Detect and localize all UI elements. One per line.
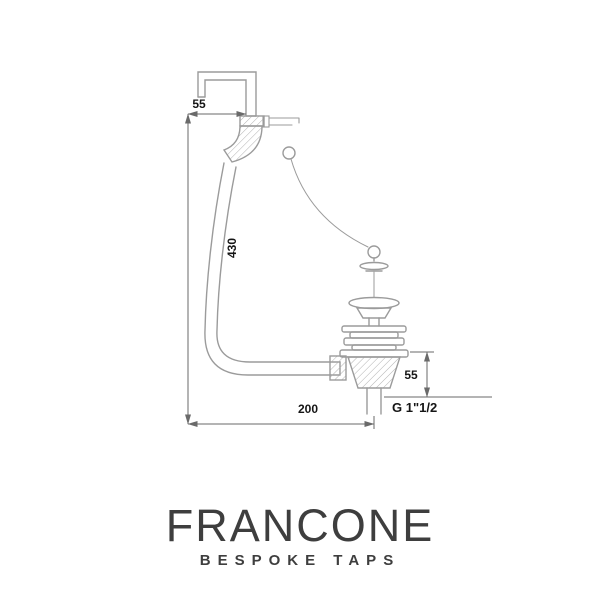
flexible-hose	[204, 162, 347, 381]
dim-label-430: 430	[225, 238, 239, 258]
brand-tagline: BESPOKE TAPS	[199, 552, 401, 569]
dim-line-55-waste	[384, 351, 492, 398]
plug-top	[348, 296, 400, 310]
brand-wordmark: FRANCONE	[165, 500, 435, 551]
dim-label-55-waste: 55	[404, 368, 418, 382]
plug-knob	[367, 245, 381, 259]
chain-ring	[282, 146, 296, 160]
thread-size-label: G 1"1/2	[392, 400, 437, 415]
overflow-pipe	[197, 71, 257, 117]
plug-skirt	[355, 307, 393, 319]
bath-waste-assembly	[197, 71, 409, 415]
chain	[290, 158, 369, 248]
overflow-screw	[262, 115, 300, 128]
dimensions	[185, 111, 492, 429]
elbow-fitting	[222, 115, 265, 163]
dimension-labels: 55 430 200 55 G 1"1/2	[192, 97, 437, 416]
dim-line-200	[187, 416, 375, 429]
hose-nut	[329, 355, 347, 381]
waste-body	[347, 356, 401, 389]
waste-fitting	[339, 325, 409, 415]
chain-and-plug	[282, 146, 400, 327]
tailpipe	[366, 387, 382, 415]
dim-label-55-top: 55	[192, 97, 206, 111]
dim-label-200: 200	[298, 402, 318, 416]
